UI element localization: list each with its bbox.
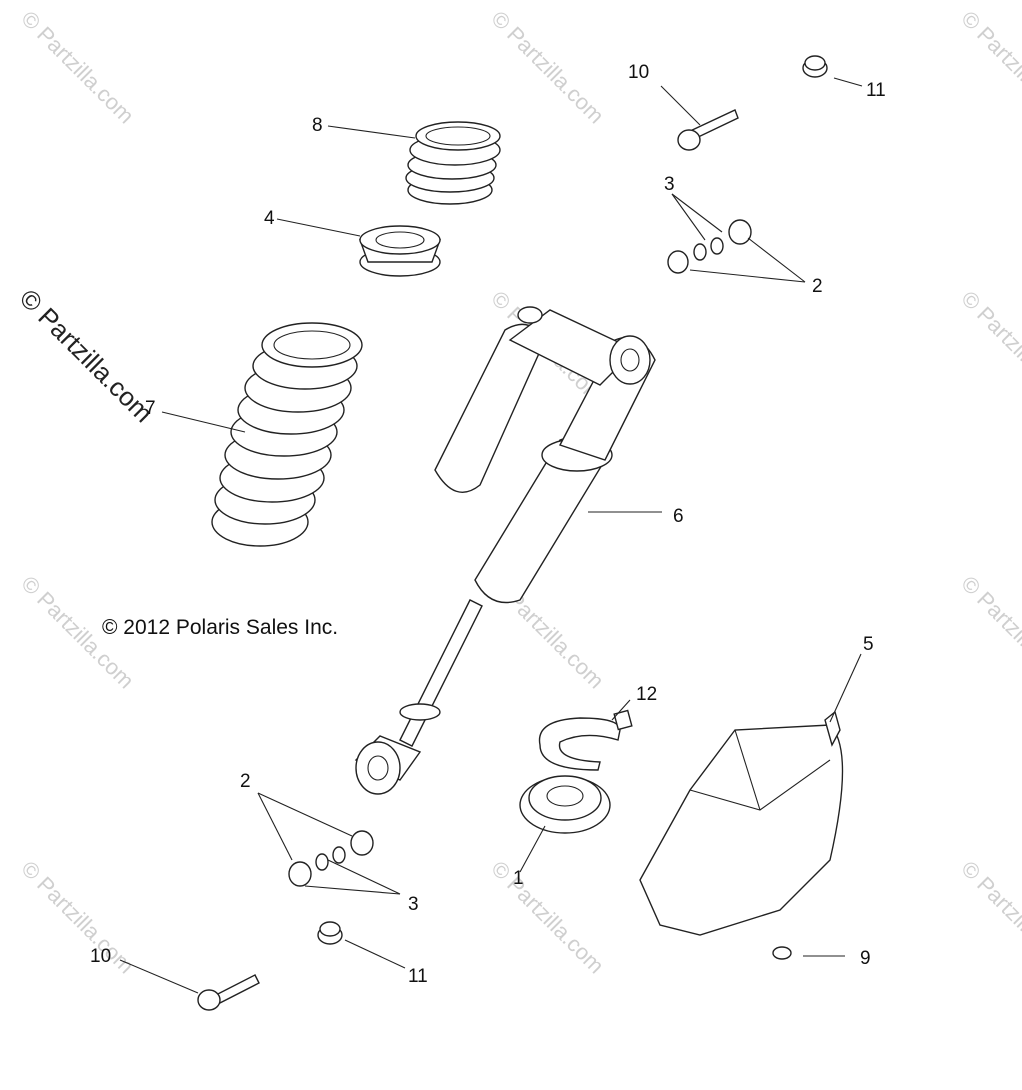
watermark: © Partzilla.com	[486, 6, 609, 129]
callout-2: 2	[812, 276, 823, 297]
watermark: © Partzilla.com	[956, 856, 1022, 979]
bolt-upper	[677, 109, 739, 151]
callout-2-lower: 2	[240, 771, 251, 792]
callout-12: 12	[636, 684, 657, 705]
shock-absorber	[354, 306, 656, 795]
watermark-prominent: © Partzilla.com	[14, 283, 159, 428]
screw	[772, 946, 792, 960]
callout-4: 4	[264, 208, 275, 229]
callout-6: 6	[673, 506, 684, 527]
watermark: © Partzilla.com	[956, 286, 1022, 409]
nut-upper	[802, 55, 828, 78]
callout-10: 10	[628, 62, 649, 83]
watermark: © Partzilla.com	[486, 856, 609, 979]
watermark: © Partzilla.com	[956, 6, 1022, 129]
callout-10-lower: 10	[90, 946, 111, 967]
callout-1: 1	[513, 868, 524, 889]
callout-3-lower: 3	[408, 894, 419, 915]
upper-bushings	[667, 219, 752, 274]
clip	[538, 709, 633, 771]
callout-9: 9	[860, 948, 871, 969]
leader-lines	[119, 77, 863, 994]
main-spring	[211, 322, 363, 547]
callout-7: 7	[145, 398, 156, 419]
copyright-text: © 2012 Polaris Sales Inc.	[102, 616, 338, 639]
watermark: © Partzilla.com	[956, 571, 1022, 694]
callout-5: 5	[863, 634, 874, 655]
lower-bushings	[288, 830, 374, 887]
callout-3: 3	[664, 174, 675, 195]
callout-11-lower: 11	[408, 966, 428, 987]
watermark: © Partzilla.com	[16, 6, 139, 129]
spring-seat-lower	[519, 775, 611, 834]
watermark-layer: © Partzilla.com © Partzilla.com © Partzi…	[14, 6, 1022, 979]
bolt-lower	[197, 974, 260, 1011]
callouts: 1 2 3 4 5 6 7 8 9 10 11 12 2 3 10 11	[90, 62, 886, 987]
callout-8: 8	[312, 115, 323, 136]
callout-11: 11	[866, 80, 886, 101]
shock-guard	[639, 710, 844, 936]
spring-retainer	[359, 225, 441, 277]
tender-spring	[405, 121, 501, 205]
nut-lower	[317, 921, 343, 945]
